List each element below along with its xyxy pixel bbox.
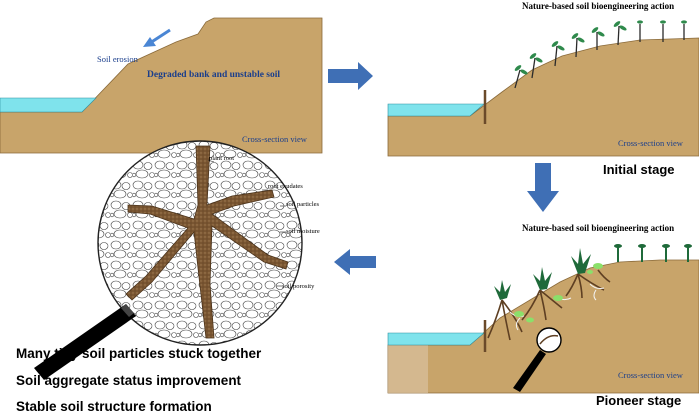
pioneer-action-label: Nature-based soil bioengineering action — [522, 223, 674, 233]
caption-structure: Stable soil structure formation — [16, 399, 212, 414]
arrow-left-icon — [334, 249, 376, 275]
pioneer-stage-label: Pioneer stage — [596, 393, 681, 408]
caption-aggregate: Soil aggregate status improvement — [16, 373, 241, 388]
erosion-water — [0, 98, 96, 112]
arrow-right-icon — [328, 62, 373, 90]
pioneer-view-label: Cross-section view — [618, 370, 684, 380]
soil-erosion-label: Soil erosion — [97, 54, 139, 64]
degraded-bank-label: Degraded bank and unstable soil — [147, 70, 280, 80]
initial-action-label: Nature-based soil bioengineering action — [522, 1, 674, 11]
soil-porosity-label: soil porosity — [282, 283, 315, 290]
initial-view-label: Cross-section view — [618, 138, 684, 148]
erosion-view-label: Cross-section view — [242, 134, 308, 144]
soil-particles-label: soil particles — [286, 201, 320, 208]
caption-particles: Many tiny soil particles stuck together — [16, 346, 261, 361]
magnifier-handle-icon — [34, 304, 136, 380]
erosion-soil-bank — [0, 18, 322, 153]
pioneer-water — [388, 333, 484, 345]
erosion-panel: Soil erosion Degraded bank and unstable … — [0, 18, 322, 153]
initial-water — [388, 104, 484, 116]
pioneer-magnifier-lens-icon — [537, 328, 561, 352]
soil-moisture-label: soil moisture — [286, 228, 320, 235]
pioneer-shadow-block — [388, 345, 428, 393]
arrow-down-icon — [527, 163, 559, 212]
pioneer-panel: Nature-based soil bioengineering action … — [388, 223, 699, 408]
erosion-arrow-icon — [150, 30, 170, 43]
initial-stage-label: Initial stage — [603, 162, 675, 177]
plant-root-label: plant root — [209, 155, 234, 162]
initial-panel: Nature-based soil bioengineering action … — [388, 1, 699, 177]
root-exudates-label: root exudates — [268, 183, 303, 190]
